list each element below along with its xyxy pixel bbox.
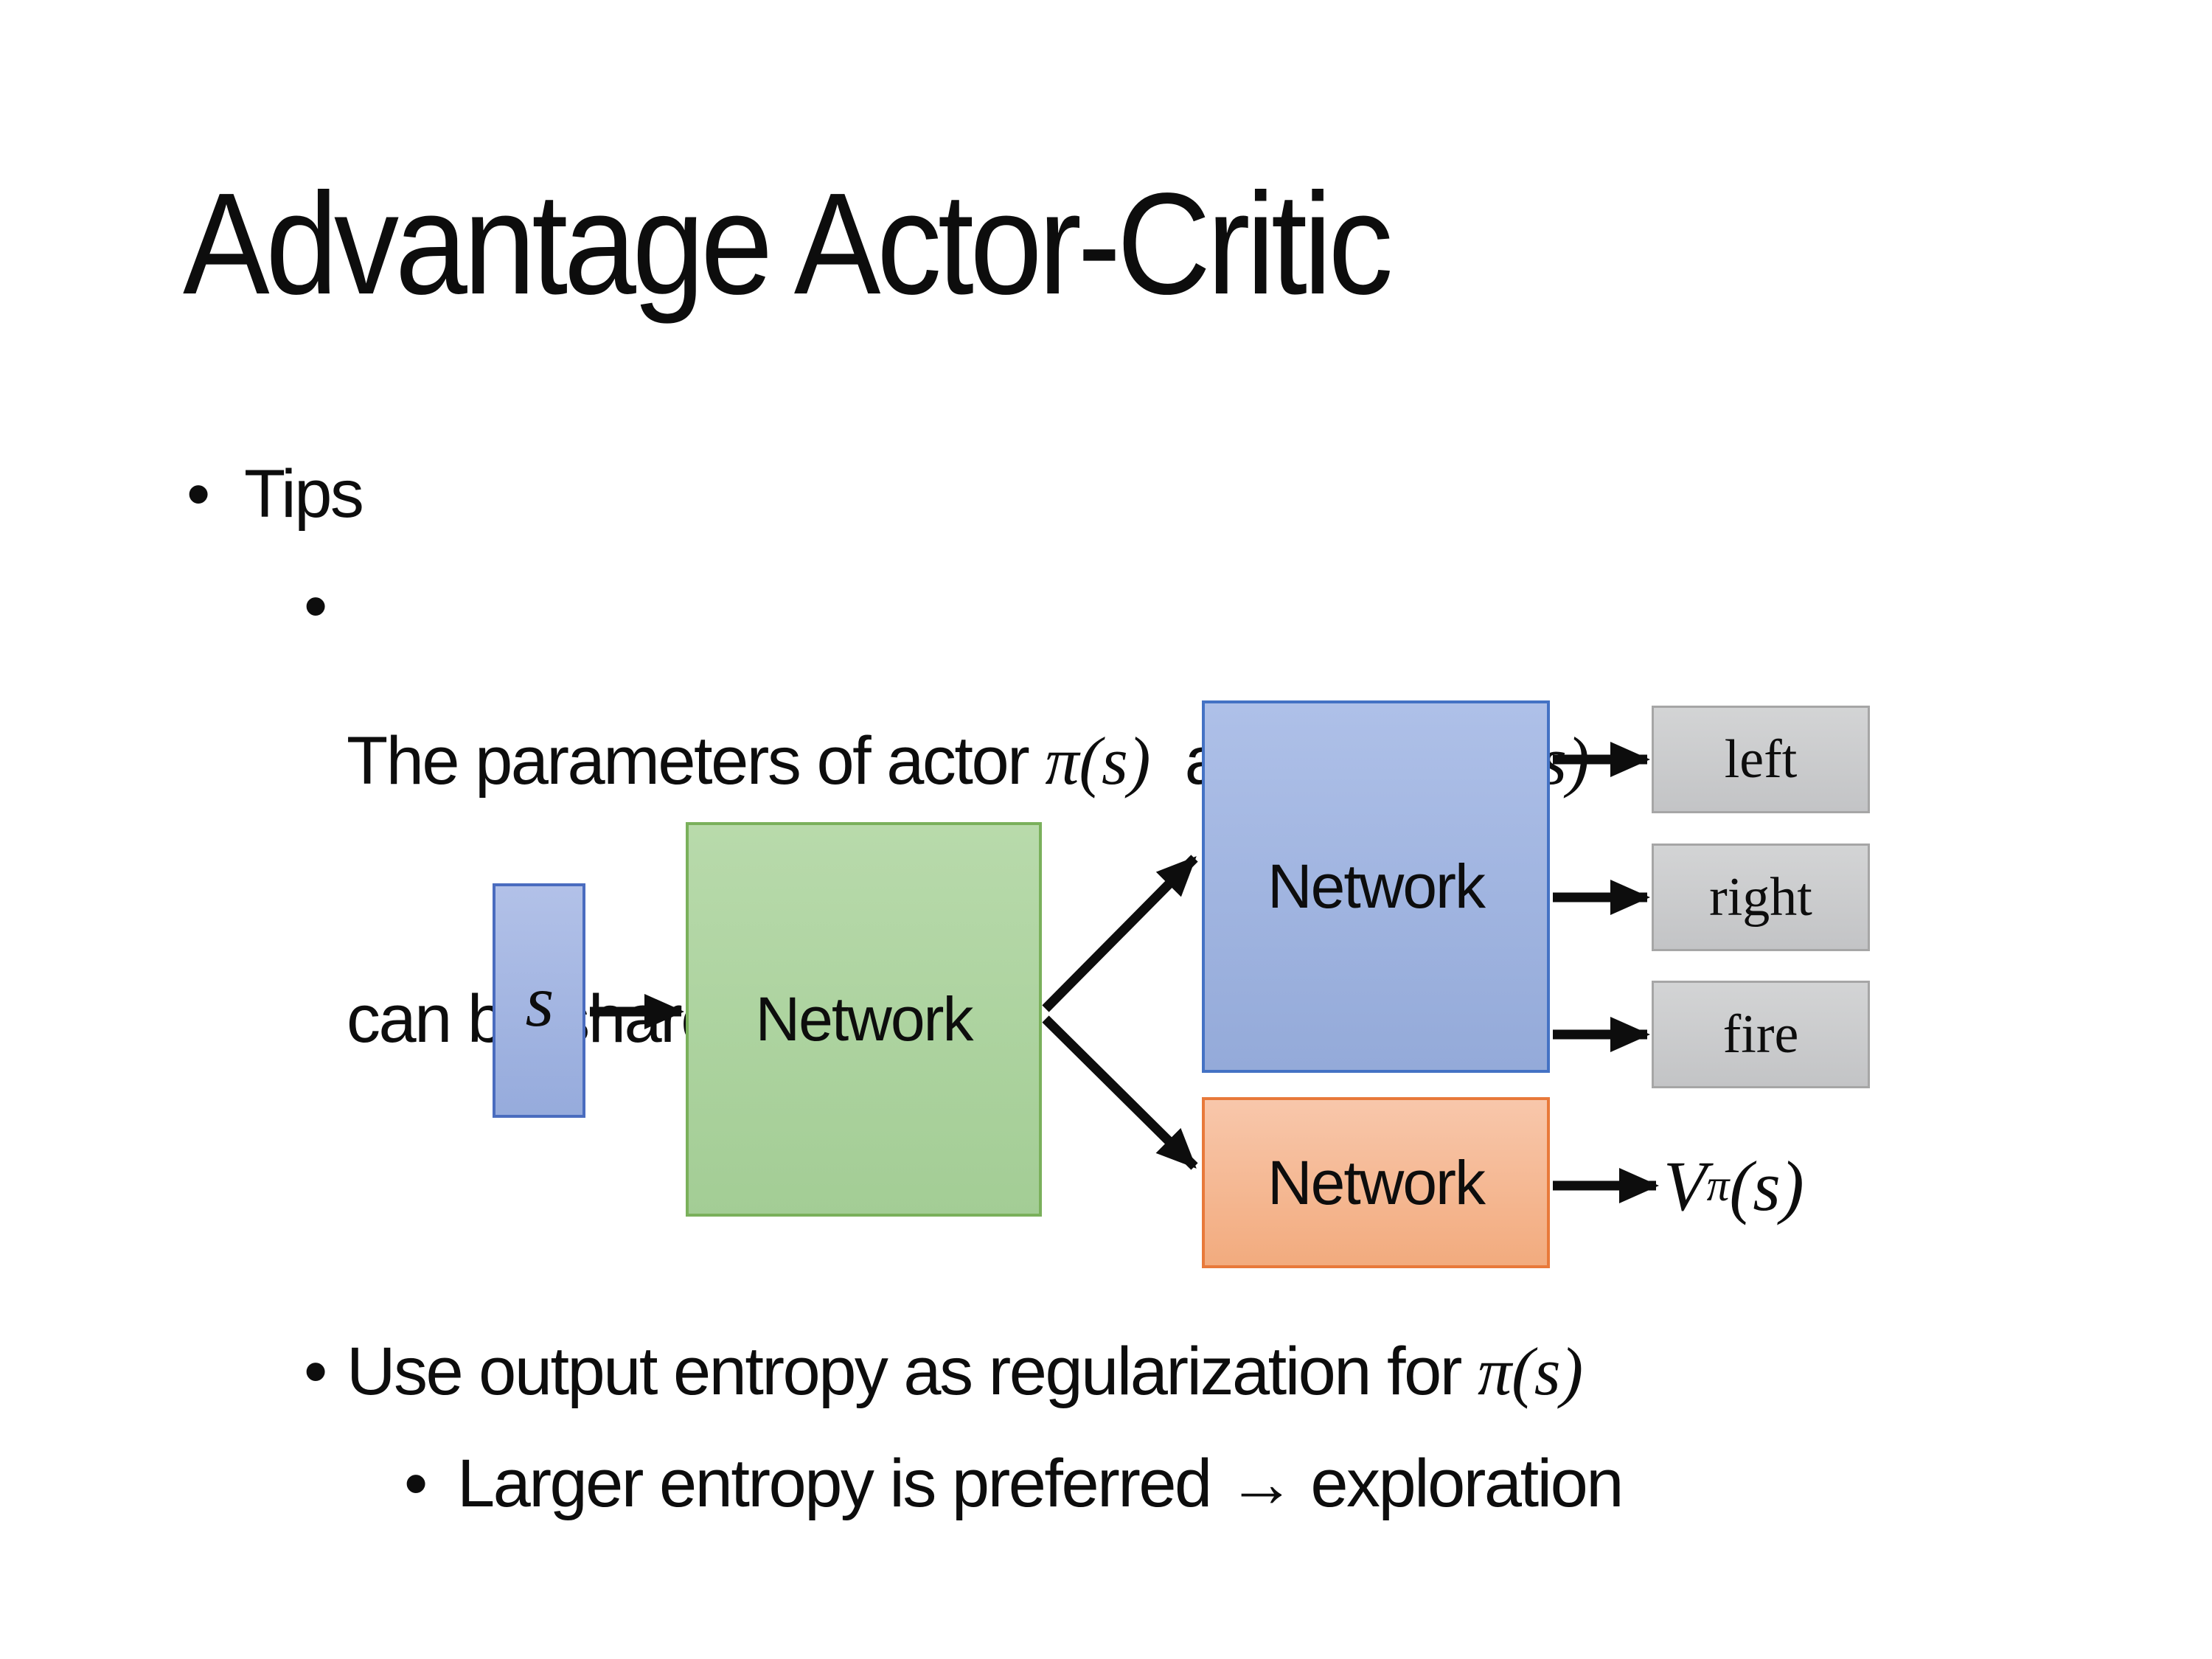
bullet-tips: Tips bbox=[244, 456, 364, 532]
bullet-marker-l3: • bbox=[404, 1446, 428, 1521]
value-arg: (s) bbox=[1729, 1146, 1804, 1225]
action-box-left: left bbox=[1652, 706, 1870, 813]
action-label-left: left bbox=[1724, 728, 1798, 790]
shared-network-label: Network bbox=[755, 984, 973, 1054]
action-label-right: right bbox=[1709, 866, 1812, 928]
state-input-box: s bbox=[493, 883, 585, 1118]
state-input-label: s bbox=[525, 959, 554, 1042]
critic-network-box: Network bbox=[1202, 1097, 1550, 1268]
text-run: Use output entropy as regularization for bbox=[347, 1334, 1478, 1409]
action-label-fire: fire bbox=[1722, 1004, 1799, 1065]
bullet-larger-entropy: Larger entropy is preferred → exploratio… bbox=[457, 1446, 1624, 1521]
text-run: The parameters of actor bbox=[347, 723, 1046, 799]
value-v: V bbox=[1663, 1146, 1707, 1225]
critic-network-label: Network bbox=[1267, 1147, 1486, 1217]
math-pi-s-2: π(s) bbox=[1477, 1334, 1584, 1409]
actor-network-box: Network bbox=[1202, 700, 1550, 1073]
bullet-entropy-reg: Use output entropy as regularization for… bbox=[347, 1320, 1583, 1423]
bullet-marker-l2a: • bbox=[304, 568, 328, 644]
math-pi-s: π(s) bbox=[1045, 723, 1151, 799]
bullet-marker-l2b: • bbox=[304, 1334, 328, 1409]
action-box-right: right bbox=[1652, 844, 1870, 951]
shared-network-box: Network bbox=[686, 822, 1042, 1217]
action-box-fire: fire bbox=[1652, 981, 1870, 1088]
page-title: Advantage Actor-Critic bbox=[183, 163, 1394, 324]
actor-network-label: Network bbox=[1267, 852, 1486, 921]
bullet-marker-l1: • bbox=[187, 456, 211, 532]
